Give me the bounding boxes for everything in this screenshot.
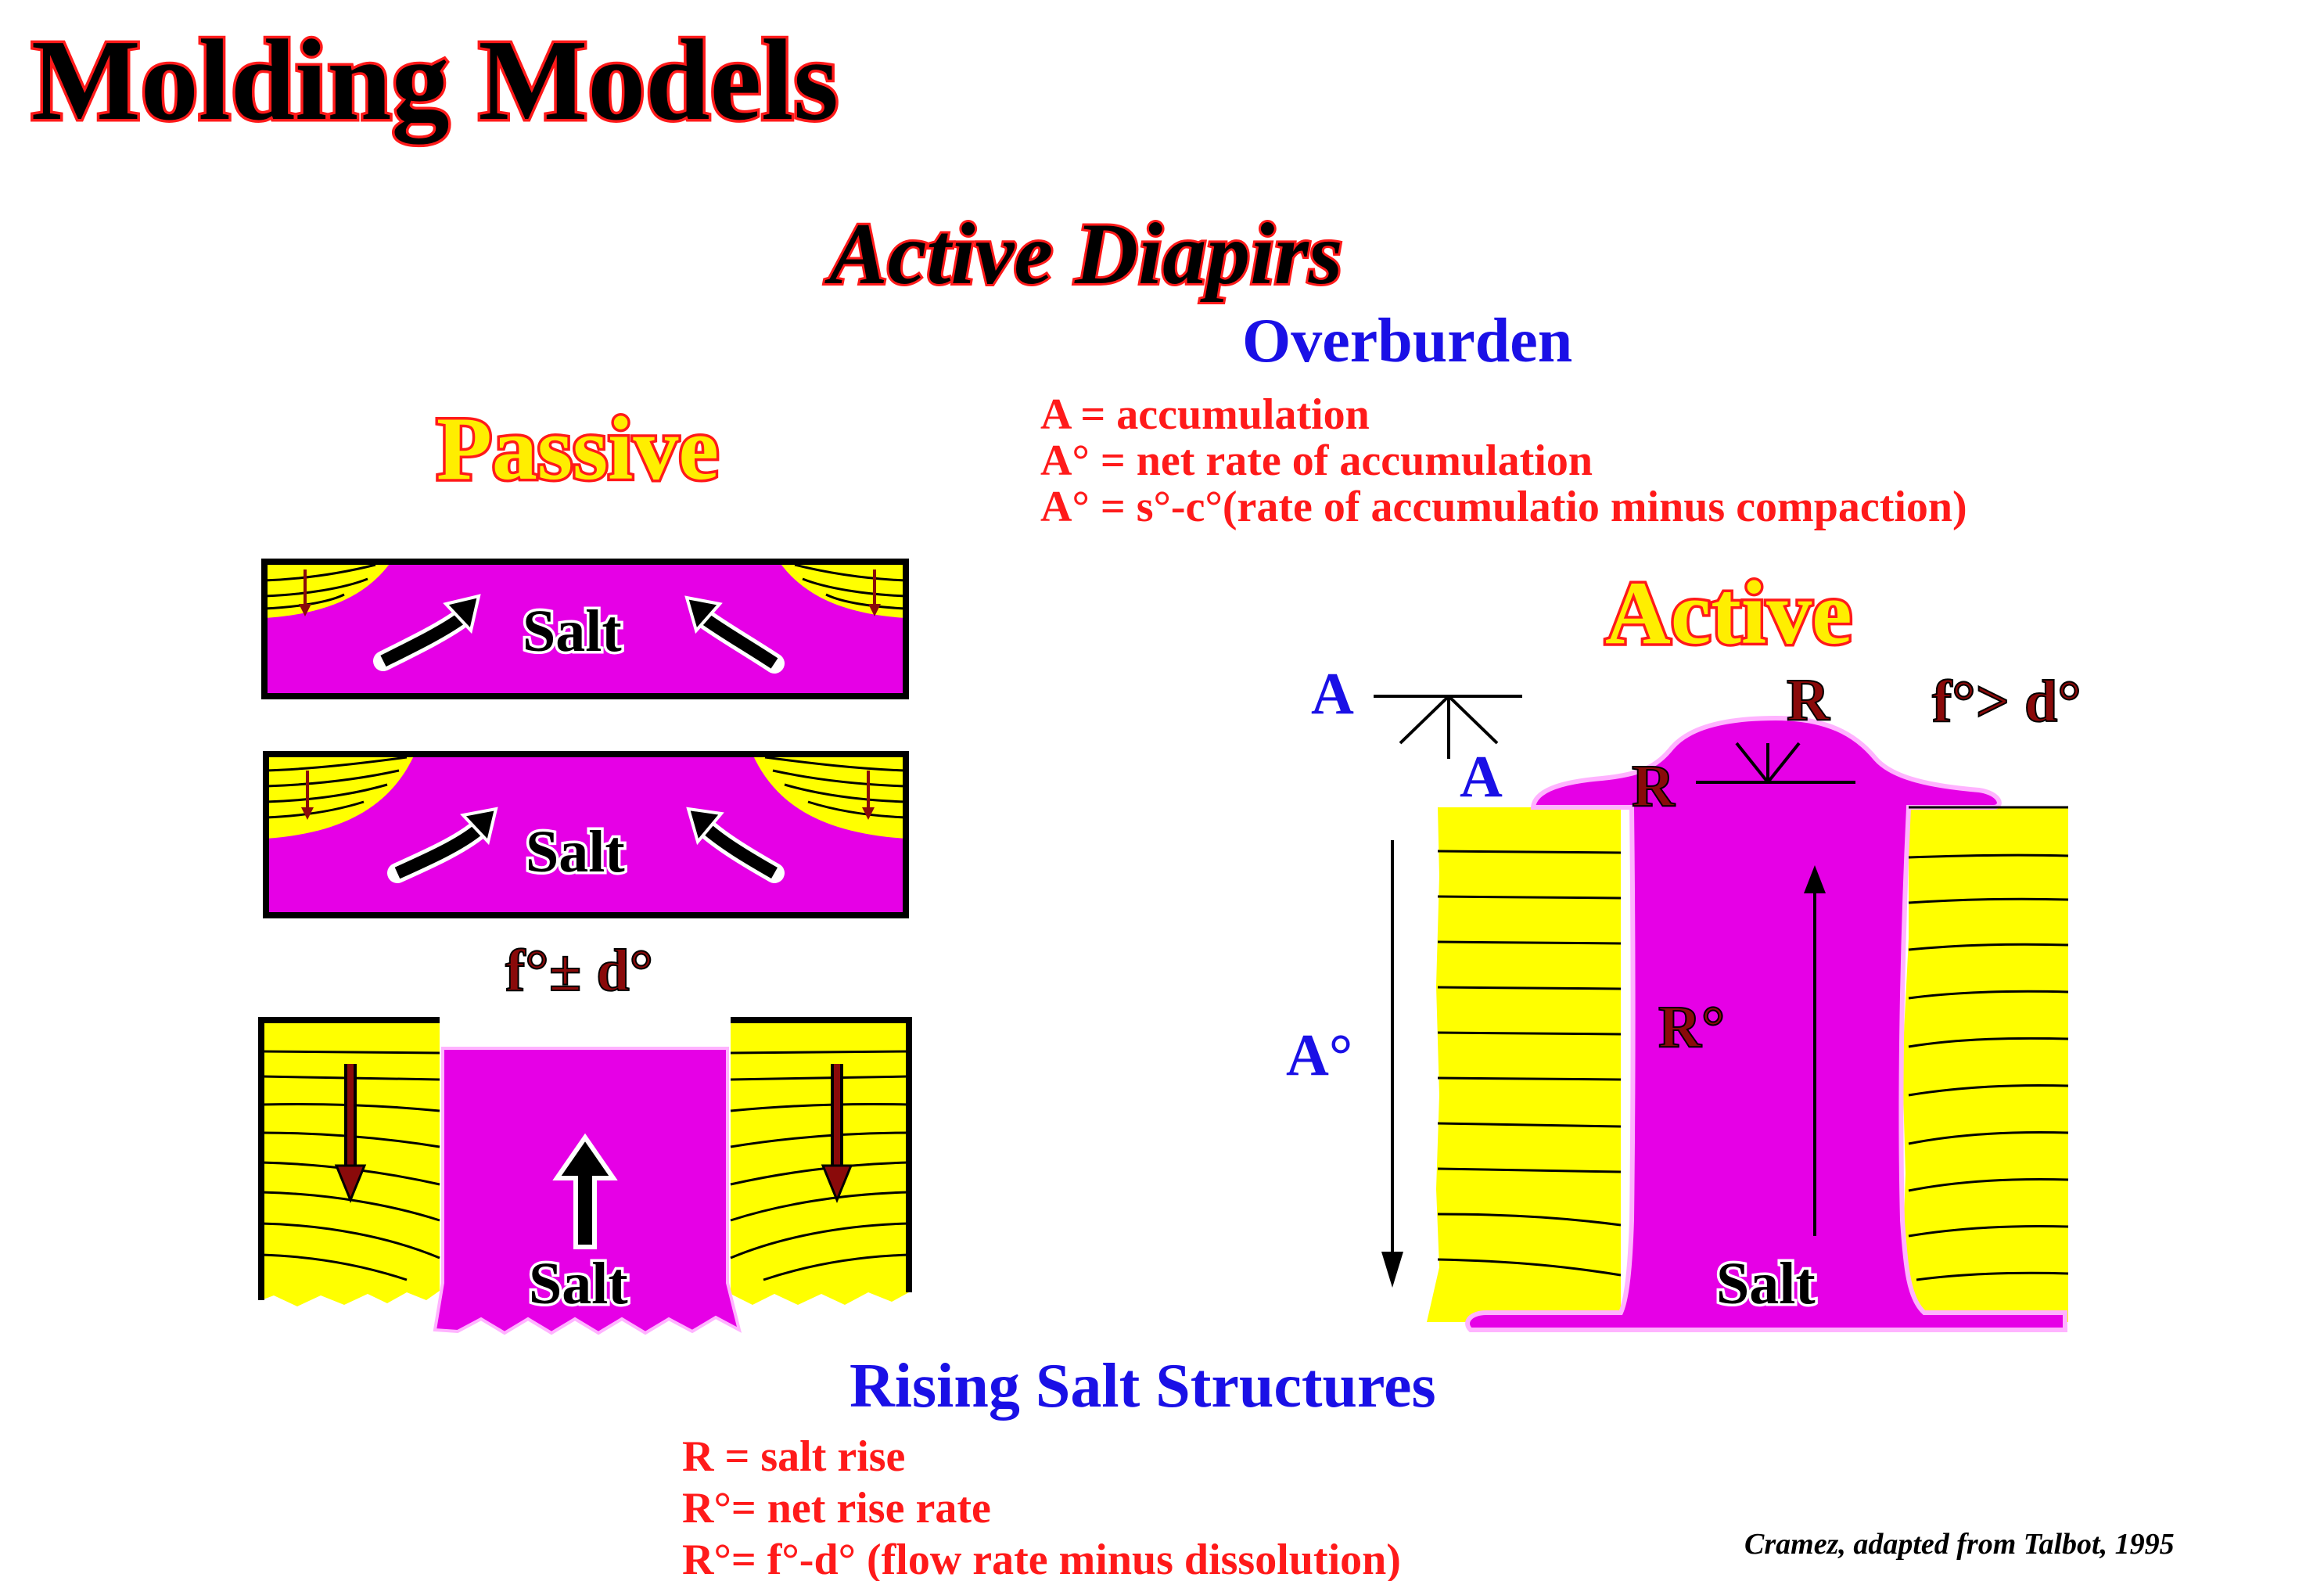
page-title: Molding Models [31,16,839,145]
passive-panel-1: Salt [261,559,909,699]
down-arrow-icon [862,771,875,820]
salt-label: Salt [523,598,622,664]
rising-line-3: R°= f°-d° (flow rate minus dissolution) [682,1536,1401,1581]
overburden-line-2: A° = net rate of accumulation [1040,437,1593,485]
subtitle: Active Diapirs [824,206,1342,303]
label-r-top: R [1787,667,1830,733]
label-a-rate: A° [1286,1022,1352,1088]
overburden-line-3: A° = s°-c°(rate of accumulatio minus com… [1040,483,1967,531]
credit: Cramez, adapted from Talbot, 1995 [1744,1528,2175,1561]
down-arrow-icon [821,1064,853,1203]
down-arrow-icon [1381,840,1403,1288]
salt-label: Salt [526,819,625,885]
overburden-heading: Overburden [1242,307,1572,375]
salt-label: Salt [529,1251,628,1317]
down-arrow-icon [868,570,881,616]
label-r-left: R [1632,753,1676,819]
overburden-line-1: A = accumulation [1040,390,1370,439]
rising-line-1: R = salt rise [682,1432,905,1481]
accumulation-marker-icon [1374,695,1522,759]
passive-panel-3: Salt [258,1017,912,1335]
flow-arrow-icon [684,595,785,674]
label-r-rate: R° [1658,994,1725,1060]
rising-line-2: R°= net rise rate [682,1484,991,1532]
active-diapir [1374,695,2069,1332]
passive-relation: f°± d° [505,938,653,1004]
down-arrow-icon [299,570,311,616]
up-arrow-icon [1804,865,1826,893]
flow-arrow-icon [686,807,785,883]
up-arrow-icon [552,1133,618,1249]
rising-heading: Rising Salt Structures [849,1352,1436,1421]
active-heading: Active [1605,563,1852,663]
salt-label: Salt [1716,1251,1816,1317]
down-arrow-icon [301,771,314,820]
passive-heading: Passive [436,399,719,499]
rise-marker-icon [1696,742,1855,784]
passive-panel-2: Salt [263,751,909,918]
flow-arrow-icon [387,807,498,883]
label-a-low: A [1460,744,1503,810]
label-a-top: A [1311,661,1354,727]
active-relation: f°> d° [1932,669,2082,735]
flow-arrow-icon [373,594,481,671]
down-arrow-icon [334,1064,367,1203]
